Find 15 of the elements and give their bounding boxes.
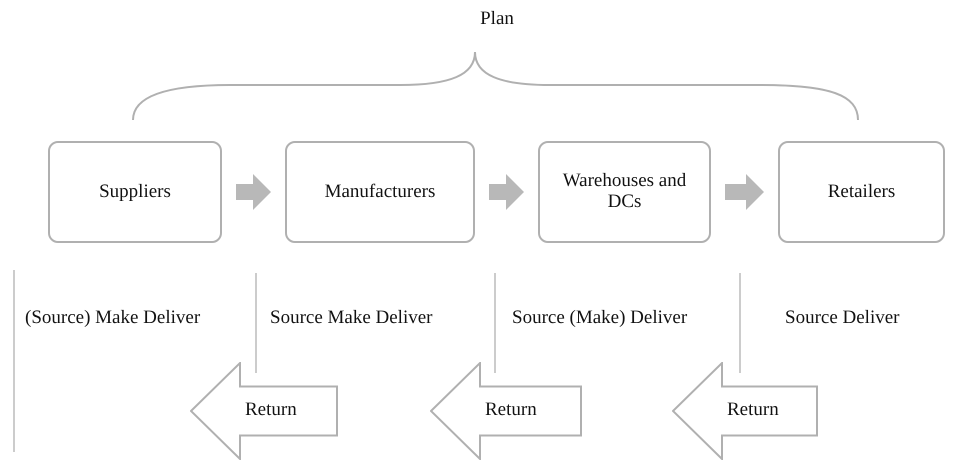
process-label: Source (Make) Deliver	[512, 307, 688, 329]
process-box: Manufacturers	[285, 141, 475, 243]
process-label: (Source) Make Deliver	[25, 307, 200, 329]
arrow-label: Return	[245, 399, 297, 421]
process-box: Suppliers	[48, 141, 222, 243]
arrow-label: Return	[727, 399, 779, 421]
process-box: Warehouses and DCs	[538, 141, 711, 243]
process-label: Source Make Deliver	[270, 307, 432, 329]
return-arrow	[430, 362, 582, 460]
arrow-label: Return	[485, 399, 537, 421]
return-arrow	[190, 362, 338, 460]
plan-label: Plan	[480, 8, 514, 30]
process-box: Retailers	[778, 141, 945, 243]
return-arrow	[672, 362, 818, 460]
process-label: Source Deliver	[785, 307, 900, 329]
